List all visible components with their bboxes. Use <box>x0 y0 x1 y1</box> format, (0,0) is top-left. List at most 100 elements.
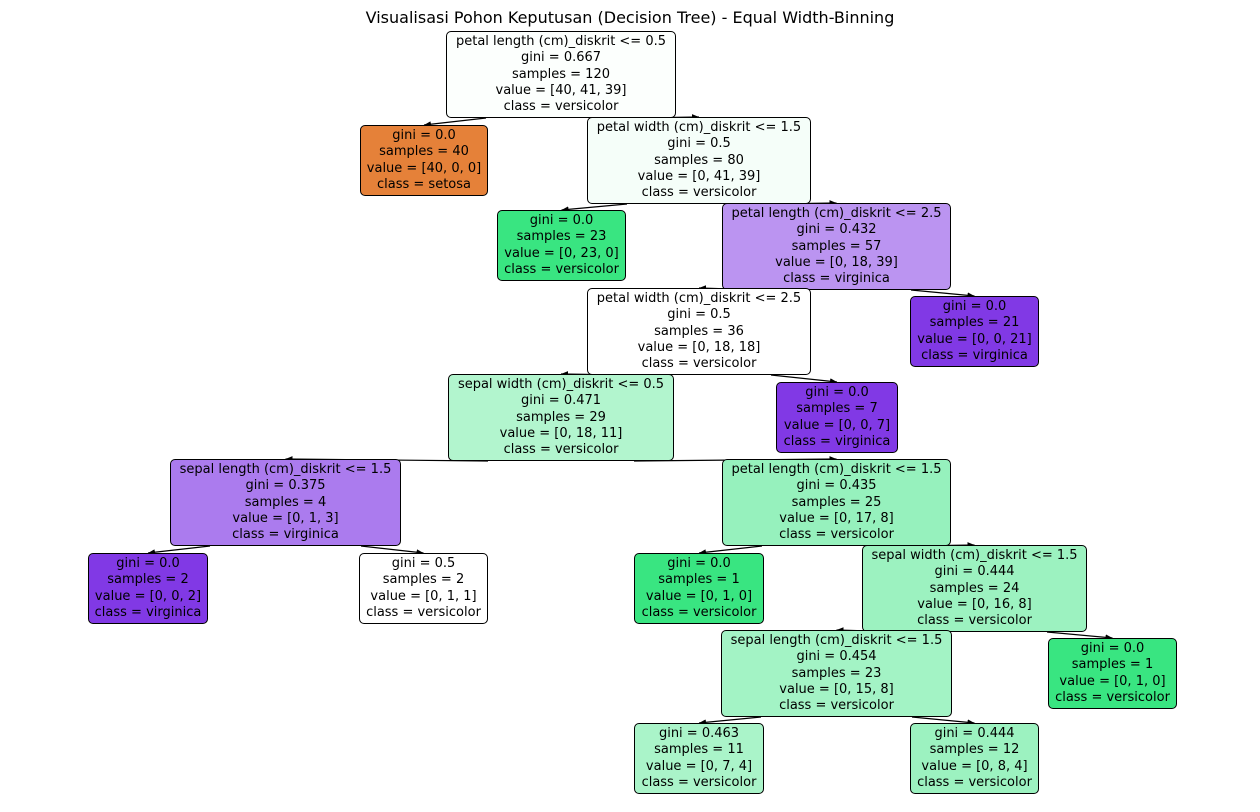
node-class: class = virginica <box>94 604 202 620</box>
node-gini: gini = 0.5 <box>667 307 731 323</box>
node-class: class = versicolor <box>779 527 894 543</box>
node-class: class = setosa <box>377 176 471 192</box>
edge-n9-n11 <box>147 545 211 556</box>
node-gini: gini = 0.5 <box>667 136 731 152</box>
node-gini: gini = 0.444 <box>934 726 1015 741</box>
node-gini: gini = 0.432 <box>796 222 877 238</box>
node-class: class = virginica <box>783 271 890 287</box>
edge-n0-n1 <box>423 117 487 128</box>
node-value: value = [40, 0, 0] <box>366 160 482 176</box>
node-value: value = [0, 0, 7] <box>783 417 891 433</box>
node-value: value = [0, 1, 3] <box>232 510 339 526</box>
node-samples: samples = 36 <box>654 323 744 339</box>
node-value: value = [0, 1, 0] <box>645 588 753 604</box>
node-condition: sepal length (cm)_diskrit <= 1.5 <box>179 462 392 477</box>
edge-n14-n16 <box>1046 631 1113 641</box>
node-class: class = virginica <box>921 347 1028 363</box>
node-samples: samples = 12 <box>929 742 1020 758</box>
node-gini: gini = 0.0 <box>116 556 180 571</box>
node-class: class = versicolor <box>503 99 619 115</box>
node-class: class = versicolor <box>641 185 757 201</box>
node-samples: samples = 4 <box>244 494 327 510</box>
edge-n5-n8 <box>770 374 838 385</box>
node-samples: samples = 25 <box>791 494 882 510</box>
node-class: class = versicolor <box>504 261 619 277</box>
node-samples: samples = 23 <box>791 665 882 681</box>
edge-n10-n13 <box>698 545 763 556</box>
node-condition: petal length (cm)_diskrit <= 0.5 <box>455 34 667 49</box>
node-value: value = [0, 8, 4] <box>921 758 1028 774</box>
edge-n2-n3 <box>561 203 628 213</box>
page-title: Visualisasi Pohon Keputusan (Decision Tr… <box>365 8 895 27</box>
node-value: value = [0, 18, 39] <box>775 254 898 270</box>
edge-n4-n6 <box>910 289 975 299</box>
node-samples: samples = 120 <box>511 66 610 82</box>
node-value: value = [0, 41, 39] <box>637 168 761 184</box>
node-samples: samples = 80 <box>654 152 744 168</box>
node-samples: samples = 24 <box>929 580 1020 596</box>
node-gini: gini = 0.0 <box>805 385 869 400</box>
node-class: class = versicolor <box>779 698 894 714</box>
node-value: value = [0, 0, 21] <box>917 331 1032 347</box>
node-value: value = [0, 0, 2] <box>94 588 202 604</box>
node-class: class = versicolor <box>917 613 1032 629</box>
node-samples: samples = 1 <box>658 572 740 588</box>
node-value: value = [0, 18, 11] <box>499 425 623 441</box>
node-class: class = versicolor <box>641 356 757 372</box>
node-value: value = [0, 23, 0] <box>504 245 619 261</box>
node-value: value = [40, 41, 39] <box>495 82 627 98</box>
node-samples: samples = 11 <box>654 742 744 758</box>
node-gini: gini = 0.0 <box>392 128 456 143</box>
node-value: value = [0, 17, 8] <box>779 510 894 526</box>
node-class: class = versicolor <box>503 442 619 458</box>
node-samples: samples = 57 <box>791 238 882 254</box>
node-class: class = versicolor <box>917 774 1032 790</box>
node-condition: petal width (cm)_diskrit <= 2.5 <box>596 291 802 306</box>
node-gini: gini = 0.0 <box>529 213 594 228</box>
node-condition: petal width (cm)_diskrit <= 1.5 <box>596 120 802 135</box>
node-gini: gini = 0.375 <box>245 478 326 494</box>
node-gini: gini = 0.667 <box>520 50 602 66</box>
node-gini: gini = 0.444 <box>934 564 1015 580</box>
edge-n15-n18 <box>911 716 975 726</box>
node-value: value = [0, 16, 8] <box>917 596 1032 612</box>
node-samples: samples = 2 <box>382 572 465 588</box>
node-class: class = virginica <box>232 527 339 543</box>
edge-n9-n12 <box>360 545 424 556</box>
node-condition: sepal width (cm)_diskrit <= 0.5 <box>457 377 665 392</box>
node-samples: samples = 29 <box>516 409 606 425</box>
edge-n15-n17 <box>698 716 762 726</box>
node-condition: petal length (cm)_diskrit <= 2.5 <box>731 206 942 221</box>
node-gini: gini = 0.463 <box>658 726 740 741</box>
node-value: value = [0, 1, 1] <box>370 588 477 604</box>
node-gini: gini = 0.471 <box>520 393 602 409</box>
node-samples: samples = 23 <box>516 229 607 245</box>
node-gini: gini = 0.0 <box>667 556 731 571</box>
node-value: value = [0, 15, 8] <box>779 681 894 697</box>
node-gini: gini = 0.0 <box>942 299 1007 314</box>
node-samples: samples = 1 <box>1071 657 1154 673</box>
node-condition: petal length (cm)_diskrit <= 1.5 <box>731 462 942 477</box>
node-samples: samples = 40 <box>379 144 469 160</box>
node-class: class = versicolor <box>641 774 757 790</box>
node-value: value = [0, 7, 4] <box>645 758 753 774</box>
node-class: class = virginica <box>783 433 891 449</box>
node-samples: samples = 7 <box>796 401 878 417</box>
node-samples: samples = 2 <box>107 572 189 588</box>
